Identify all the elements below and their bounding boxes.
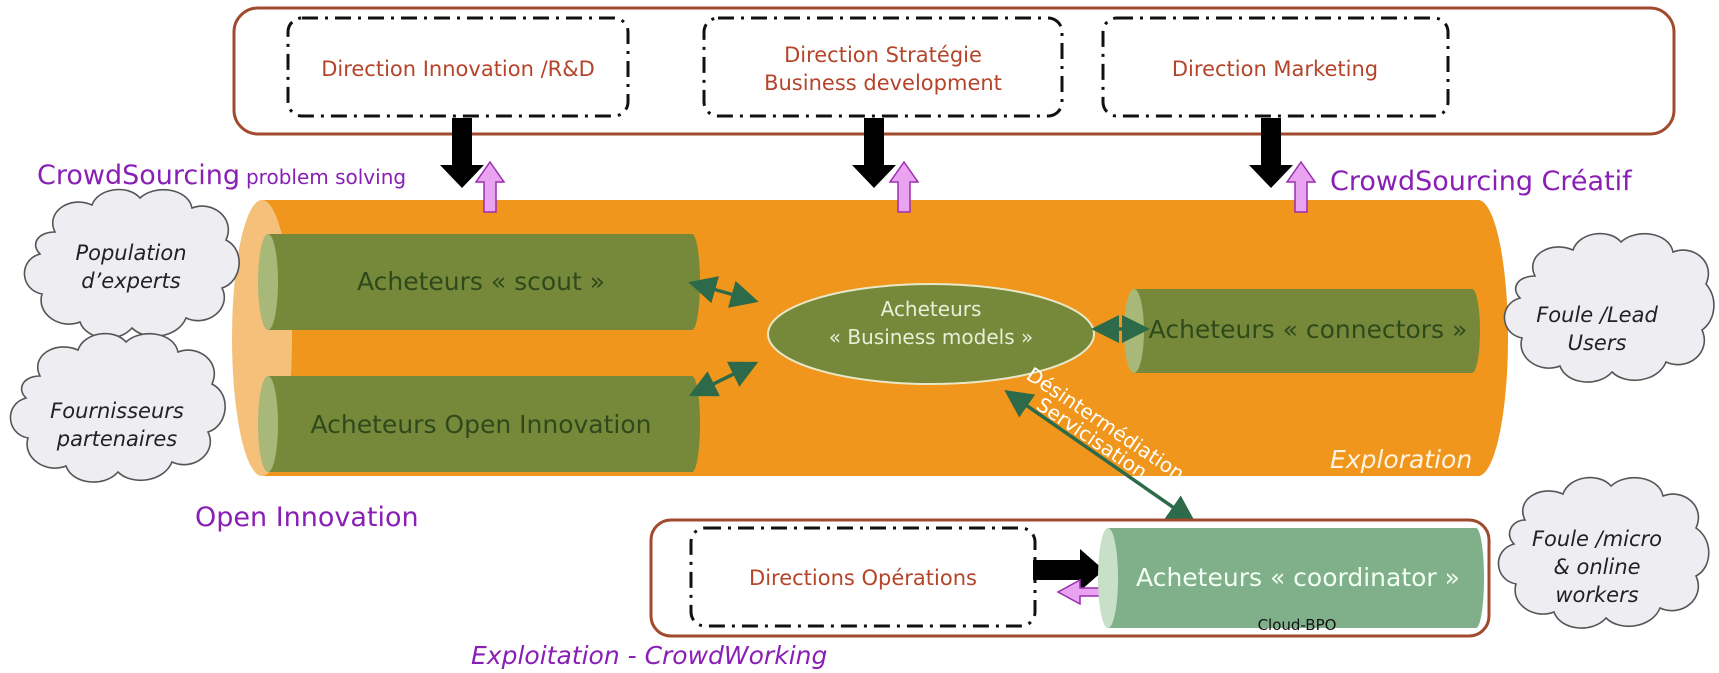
open-innovation-buyers-tube-cap xyxy=(258,376,278,472)
cloud-experts: Population d’experts xyxy=(23,188,240,339)
open-innovation-title: Open Innovation xyxy=(195,502,419,533)
operations-direction-label: Directions Opérations xyxy=(749,566,977,590)
open-innovation-buyers-label: Acheteurs Open Innovation xyxy=(311,410,652,439)
up-arrow-icon xyxy=(888,160,920,213)
innovation-direction-box xyxy=(286,16,630,118)
cloud-micro-label-1: Foule /micro xyxy=(1532,527,1662,551)
cloud-fournisseurs-label-2: partenaires xyxy=(56,427,178,451)
down-arrow-icon xyxy=(440,118,484,188)
cloud-fournisseurs: Fournisseurs partenaires xyxy=(9,332,226,483)
scout-business-arrow xyxy=(688,276,759,308)
down-arrow-icon xyxy=(1249,118,1293,188)
cloud-bpo-label: Cloud-BPO xyxy=(1258,616,1337,634)
connectors-buyers-tube-cap xyxy=(1124,289,1144,373)
marketing-direction-box xyxy=(1101,16,1450,118)
up-arrow-icon xyxy=(1285,160,1317,213)
up-arrow-icon xyxy=(474,160,506,213)
cloud-lead-users: Foule /Lead Users xyxy=(1503,232,1715,383)
cloud-lead-users-label-2: Users xyxy=(1568,331,1627,355)
down-arrow-icon xyxy=(852,118,896,188)
open-business-arrow xyxy=(688,361,759,397)
innovation-direction-label: Direction Innovation /R&D xyxy=(321,57,595,81)
coordinator-buyers-label: Acheteurs « coordinator » xyxy=(1136,563,1460,592)
cloud-micro-workers: Foule /micro & online workers xyxy=(1497,476,1710,629)
cloud-micro-label-3: workers xyxy=(1555,583,1638,607)
strategie-direction-label-1: Direction Stratégie xyxy=(784,43,982,67)
cloud-experts-label-2: d’experts xyxy=(81,269,180,293)
open-innovation-buyers-tube xyxy=(268,376,700,472)
cloud-fournisseurs-label-1: Fournisseurs xyxy=(50,399,184,423)
exploitation-title: Exploitation - CrowdWorking xyxy=(471,641,827,670)
connectors-buyers-label: Acheteurs « connectors » xyxy=(1149,315,1468,344)
business-models-label-2: « Business models » xyxy=(829,325,1033,349)
marketing-direction-label: Direction Marketing xyxy=(1172,57,1378,81)
scout-buyers-tube xyxy=(268,234,700,330)
cloud-experts-label-1: Population xyxy=(75,241,186,265)
cloud-micro-label-2: & online xyxy=(1553,555,1640,579)
cloud-lead-users-label-1: Foule /Lead xyxy=(1536,303,1658,327)
coordinator-buyers-tube xyxy=(1108,528,1484,628)
top-directions-box xyxy=(232,6,1676,136)
crowdsourcing-creatif-title: CrowdSourcing Créatif xyxy=(1330,166,1633,197)
disintermediation-arrow xyxy=(1004,390,1196,523)
connectors-buyers-tube xyxy=(1134,289,1480,373)
scout-buyers-tube-cap xyxy=(258,234,278,330)
strategie-direction-box xyxy=(702,16,1064,118)
right-arrow-icon xyxy=(1033,549,1104,591)
exploration-title: Exploration xyxy=(1330,445,1472,474)
coordinator-buyers-tube-cap xyxy=(1098,528,1118,628)
business-models-label-1: Acheteurs xyxy=(881,297,982,321)
strategie-direction-label-2: Business development xyxy=(764,71,1002,95)
scout-buyers-label: Acheteurs « scout » xyxy=(357,267,605,296)
